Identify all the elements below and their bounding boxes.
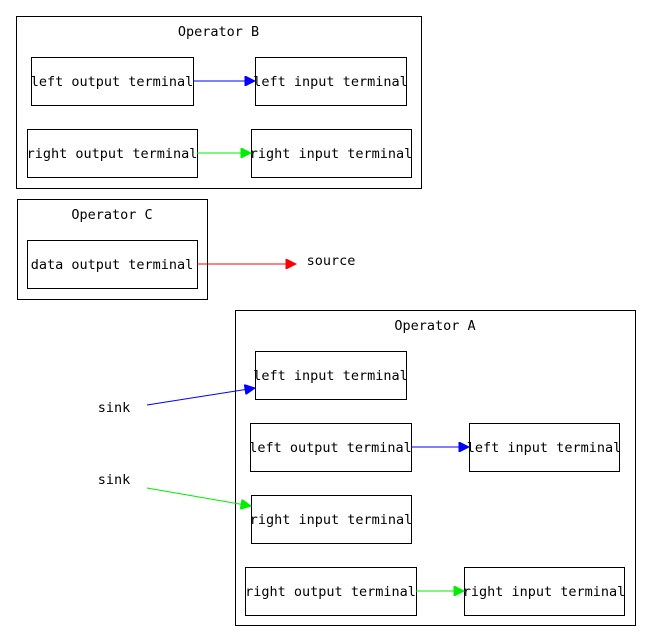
cluster-operator-a: Operator A — [235, 310, 636, 626]
cluster-operator-c: Operator C — [17, 199, 208, 300]
terminal-node-label: data output terminal — [31, 257, 194, 273]
terminal-node-label: right output terminal — [27, 146, 198, 162]
source-label: source — [307, 253, 356, 269]
terminal-node-label: left input terminal — [467, 440, 621, 456]
terminal-node-box — [255, 351, 407, 400]
terminal-node: left output terminal — [31, 57, 194, 106]
terminal-node: right output terminal — [245, 567, 417, 616]
terminal-node-label: right input terminal — [250, 512, 413, 528]
terminal-node: left output terminal — [249, 423, 412, 472]
edge-sink1-to-a_li1 — [146, 388, 255, 406]
cluster-title: Operator B — [178, 24, 259, 40]
terminal-node: right input terminal — [250, 129, 413, 178]
terminal-node: left input terminal — [253, 57, 408, 106]
sink1-label: sink — [98, 400, 131, 416]
sink2-label: sink — [98, 472, 131, 488]
terminal-node-box — [251, 495, 412, 544]
cluster-operator-b: Operator B — [16, 16, 422, 189]
terminal-node-label: left input terminal — [253, 368, 407, 384]
cluster-title: Operator C — [71, 207, 152, 223]
terminal-node-label: left input terminal — [253, 74, 407, 90]
terminal-node: right input terminal — [463, 567, 626, 616]
terminal-node-label: left output terminal — [31, 74, 194, 90]
cluster-border — [16, 16, 422, 189]
cluster-title: Operator A — [394, 318, 475, 334]
terminal-node-label: right input terminal — [250, 146, 413, 162]
terminal-node: right input terminal — [250, 495, 413, 544]
edge-sink2-to-a_ri1 — [146, 487, 251, 506]
terminal-node-label: left output terminal — [249, 440, 412, 456]
cluster-border — [235, 310, 636, 626]
terminal-node: left input terminal — [467, 423, 621, 472]
cluster-border — [17, 199, 208, 300]
terminal-node: right output terminal — [27, 129, 198, 178]
terminal-node-label: right input terminal — [463, 584, 626, 600]
terminal-node: left input terminal — [253, 351, 408, 400]
terminal-node: data output terminal — [27, 240, 198, 289]
terminal-node-label: right output terminal — [245, 584, 416, 600]
